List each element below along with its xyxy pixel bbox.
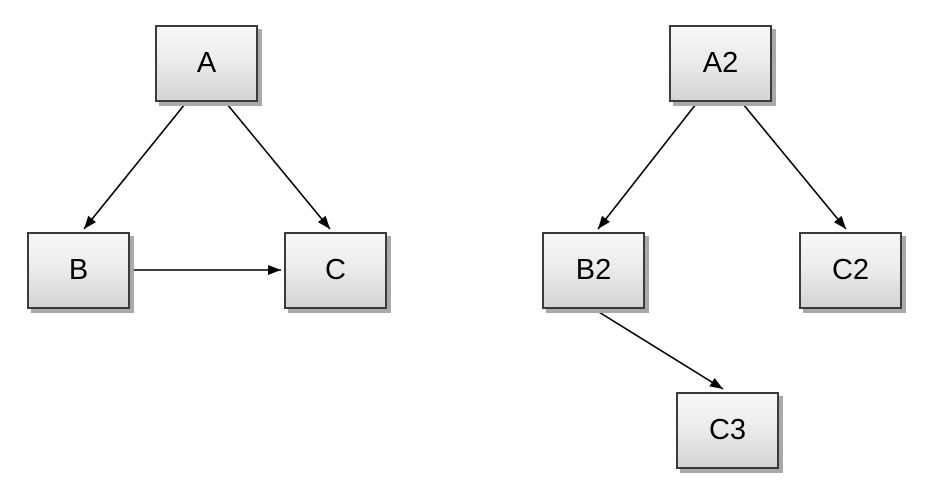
- node-B2[interactable]: B2: [542, 232, 645, 309]
- node-C2[interactable]: C2: [799, 232, 902, 309]
- node-A2[interactable]: A2: [669, 25, 772, 102]
- node-B[interactable]: B: [27, 232, 130, 309]
- node-C2-label: C2: [831, 254, 870, 286]
- node-C3-label: C3: [708, 414, 747, 446]
- node-B2-label: B2: [575, 254, 612, 286]
- node-A[interactable]: A: [155, 25, 258, 102]
- edge-A2-B2[interactable]: [597, 103, 697, 230]
- node-C[interactable]: C: [284, 232, 387, 309]
- node-C-label: C: [325, 254, 346, 286]
- edge-A-C[interactable]: [226, 103, 331, 230]
- node-A2-label: A2: [702, 47, 739, 79]
- edge-A2-C2[interactable]: [742, 103, 847, 230]
- node-A-label: A: [196, 47, 217, 79]
- node-C3[interactable]: C3: [676, 392, 779, 469]
- node-B-label: B: [68, 254, 89, 286]
- edge-B2-C3[interactable]: [593, 308, 724, 390]
- edge-A-B[interactable]: [83, 103, 186, 230]
